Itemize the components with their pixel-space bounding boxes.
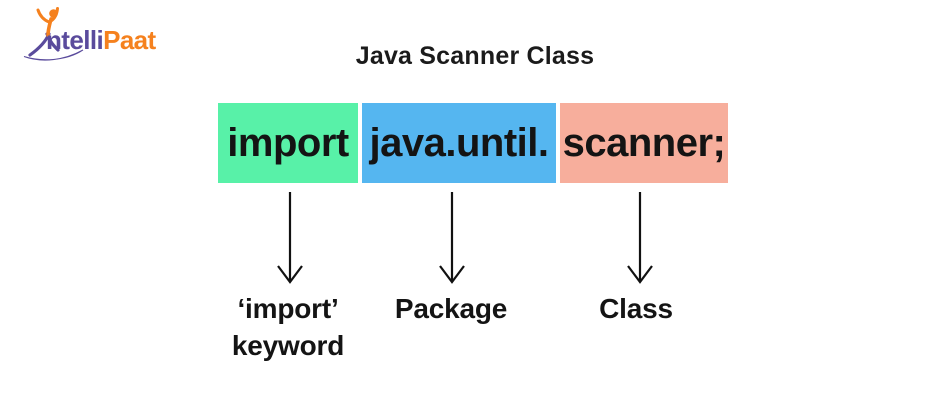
brand-name-prefix: ntelli xyxy=(46,25,104,55)
code-box-package: java.until. xyxy=(362,103,556,183)
code-box-import: import xyxy=(218,103,358,183)
jumping-person-icon xyxy=(23,7,84,61)
down-arrow-icon xyxy=(627,192,653,284)
box-label-line1: Class xyxy=(599,293,673,324)
box-label-line1: ‘import’ xyxy=(237,293,339,324)
code-box-class: scanner; xyxy=(560,103,728,183)
box-label-package: Package xyxy=(395,291,507,328)
brand-name: ntelliPaat xyxy=(46,27,156,53)
intellipaat-logo: ntelliPaat xyxy=(22,6,172,64)
down-arrow-icon xyxy=(439,192,465,284)
brand-name-suffix: Paat xyxy=(103,25,156,55)
box-label-class: Class xyxy=(599,291,673,328)
box-label-line2: keyword xyxy=(231,329,345,361)
box-label-import-keyword: ‘import’ keyword xyxy=(232,291,344,365)
down-arrow-icon xyxy=(277,192,303,284)
page-title: Java Scanner Class xyxy=(355,42,595,70)
box-label-line1: Package xyxy=(394,293,508,324)
